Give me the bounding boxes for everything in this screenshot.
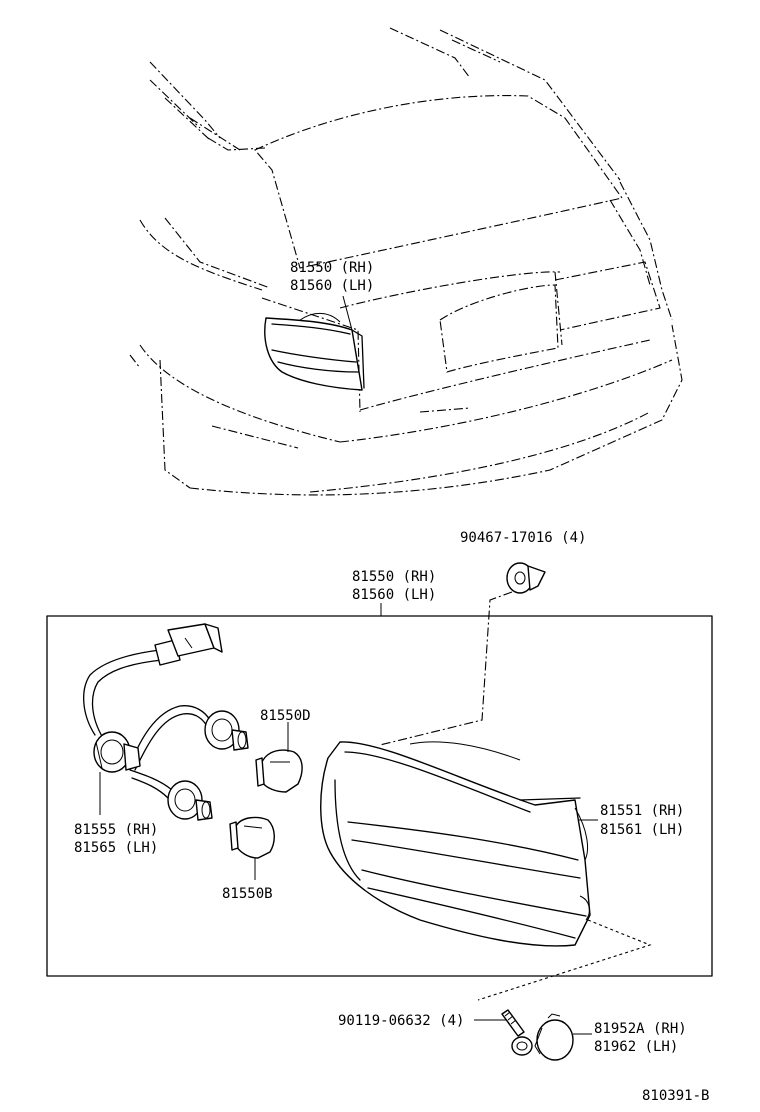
leader-lens-to-cover [477,919,652,1001]
label-box-assy-rh: 81550 (RH) [352,569,436,585]
bulb-b-icon [229,816,275,859]
bulb-d-icon [255,749,303,793]
wire-harness-icon [83,623,223,799]
label-top-assy-lh: 81560 (LH) [290,278,374,294]
label-nut-part: 90467-17016 (4) [460,530,586,546]
label-cover-lh: 81962 (LH) [594,1039,678,1055]
socket-icon-main [93,731,141,773]
leader-nut [379,591,513,746]
label-socket-rh: 81555 (RH) [74,822,158,838]
assembly-box [46,615,713,977]
lens-housing-icon [320,741,591,947]
label-top-assy-rh: 81550 (RH) [290,260,374,276]
label-bulb-d: 81550D [260,708,311,724]
cover-cap-icon [534,1013,574,1061]
vehicle-rear-outline [129,27,683,496]
tail-lamp-on-vehicle [264,313,365,391]
label-cover-rh: 81952A (RH) [594,1021,687,1037]
screw-icon [501,1009,533,1056]
label-lens-lh: 81561 (LH) [600,822,684,838]
socket-icon-lower [167,780,213,821]
label-lens-rh: 81551 (RH) [600,803,684,819]
label-bulb-b: 81550B [222,886,273,902]
nut-icon [506,562,546,594]
label-socket-lh: 81565 (LH) [74,840,158,856]
figure-code: 810391-B [642,1088,709,1104]
label-box-assy-lh: 81560 (LH) [352,587,436,603]
leader-top-assy [342,295,353,331]
socket-icon-upper [204,710,249,751]
label-screw-part: 90119-06632 (4) [338,1013,464,1029]
